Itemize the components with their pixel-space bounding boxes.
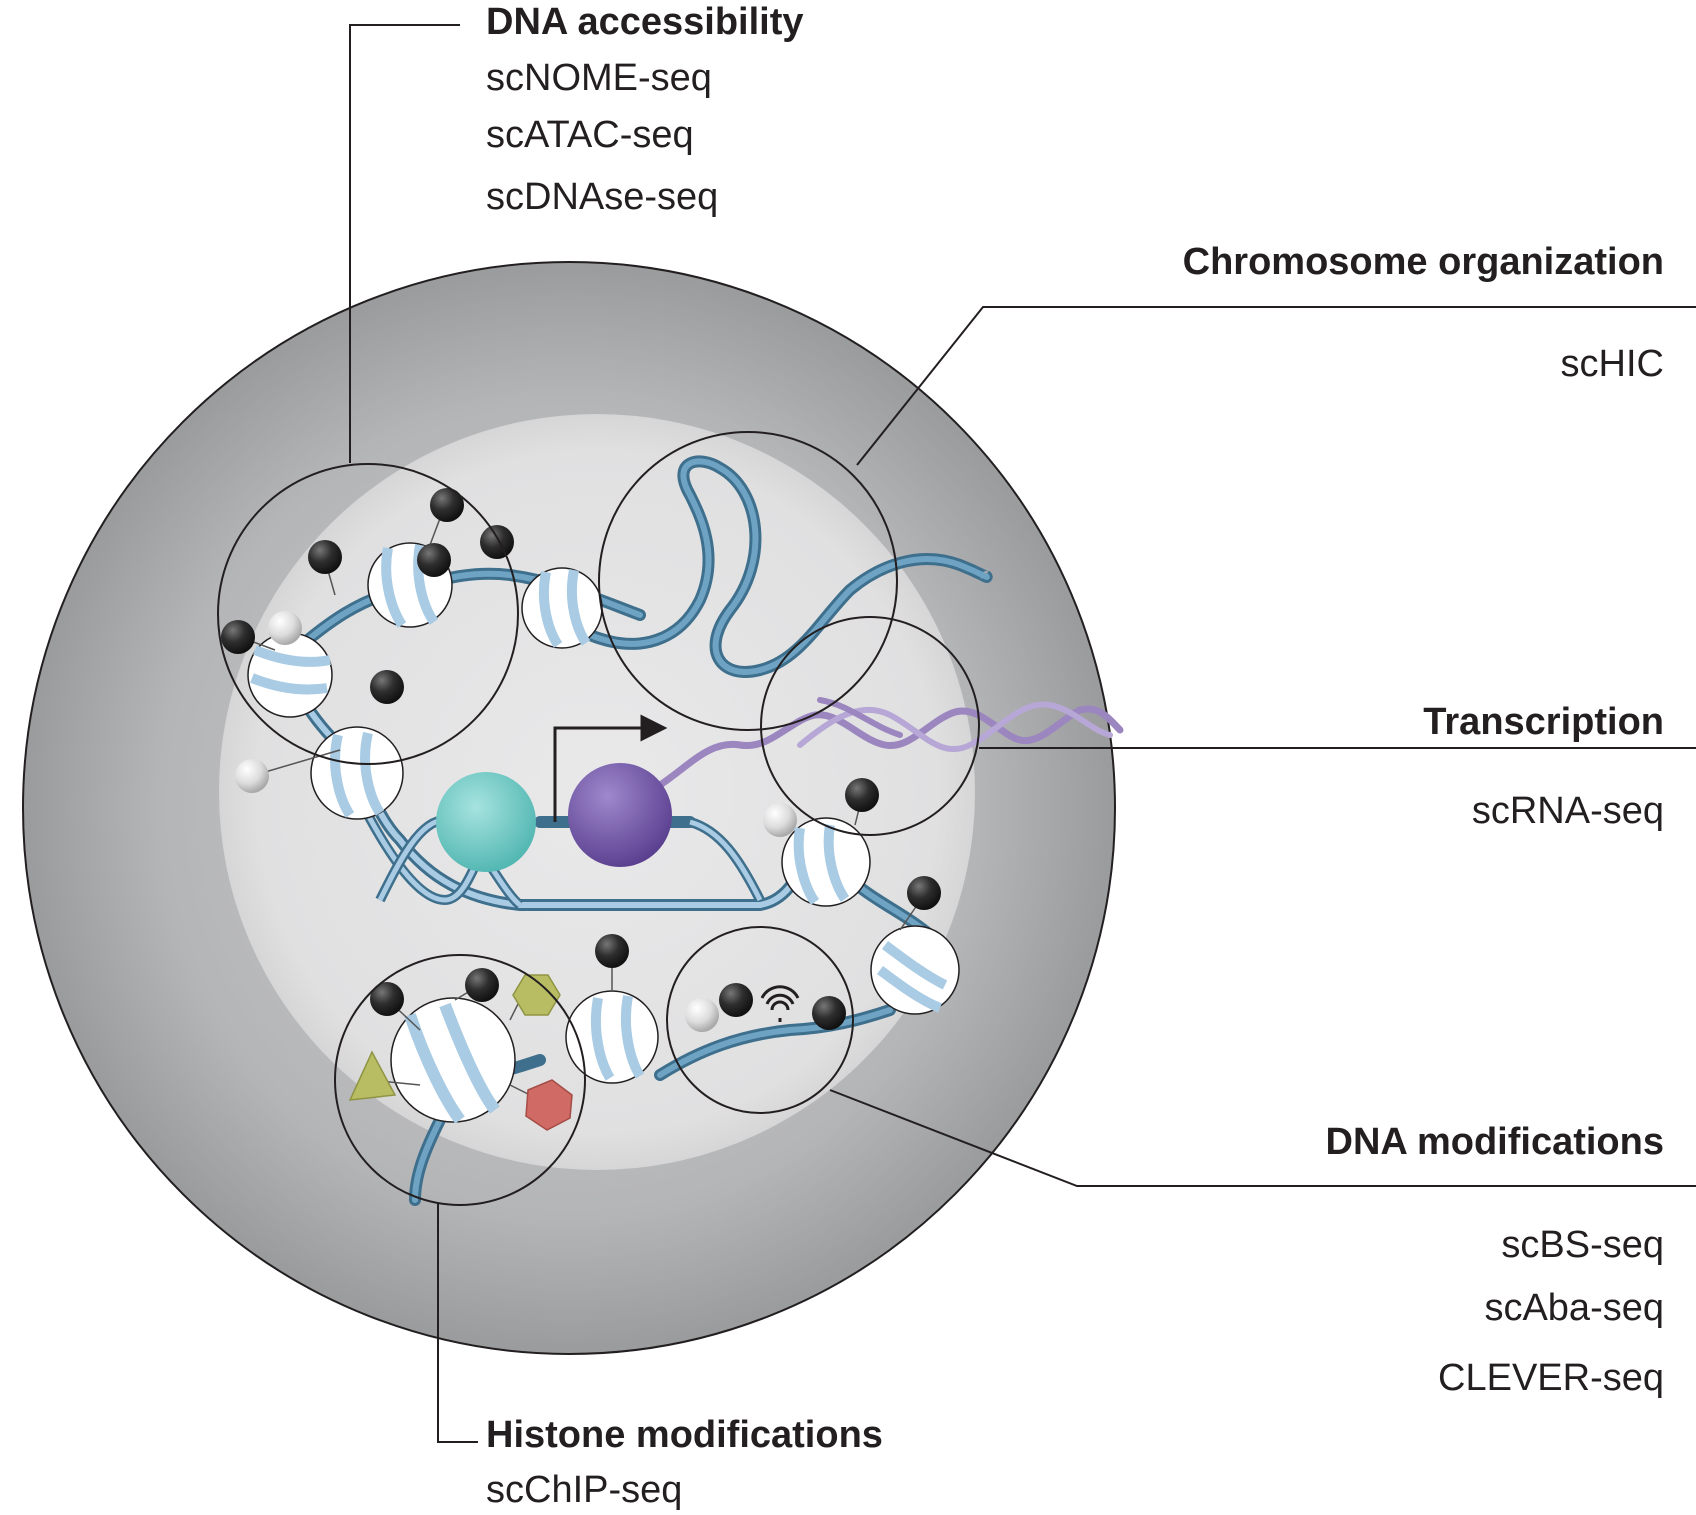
methyl-mark-icon bbox=[221, 620, 255, 654]
signal-wave-icon bbox=[760, 985, 800, 1022]
method-label: scNOME-seq bbox=[486, 57, 712, 99]
label-title: DNA accessibility bbox=[486, 1, 804, 43]
label-dna-accessibility: DNA accessibility scNOME-seq scATAC-seq … bbox=[486, 1, 804, 218]
leader-histone-modifications bbox=[437, 1202, 478, 1443]
label-title: DNA modifications bbox=[1326, 1121, 1665, 1163]
nucleosome bbox=[565, 990, 659, 1084]
method-label: scHIC bbox=[1561, 343, 1664, 385]
unmethylated-mark-icon bbox=[685, 998, 719, 1032]
method-label: scAba-seq bbox=[1484, 1287, 1664, 1329]
methyl-mark-icon bbox=[719, 983, 753, 1017]
methyl-mark-icon bbox=[370, 982, 404, 1016]
green-triangle-mark-icon bbox=[348, 1050, 397, 1101]
transcription-start-arrow bbox=[553, 714, 668, 822]
methyl-mark-icon bbox=[480, 525, 514, 559]
method-label: CLEVER-seq bbox=[1438, 1357, 1664, 1399]
nucleosomes bbox=[247, 542, 960, 1124]
methyl-mark-icon bbox=[417, 543, 451, 577]
rna-transcript bbox=[656, 697, 1124, 789]
unmethylated-mark-icon bbox=[235, 759, 269, 793]
dna-marks bbox=[221, 488, 941, 1032]
methyl-mark-icon bbox=[430, 488, 464, 522]
rna-polymerase bbox=[568, 763, 672, 867]
methyl-mark-icon bbox=[907, 876, 941, 910]
label-title: Histone modifications bbox=[486, 1414, 883, 1456]
focus-circles bbox=[217, 431, 980, 1206]
nucleosome bbox=[870, 925, 960, 1015]
focus-circle-dna-modifications bbox=[666, 926, 854, 1114]
method-label: scChIP-seq bbox=[486, 1469, 682, 1510]
nucleosome bbox=[247, 632, 333, 718]
focus-circle-transcription bbox=[760, 616, 980, 836]
label-dna-modifications: DNA modifications scBS-seq scAba-seq CLE… bbox=[1326, 1121, 1665, 1399]
green-hexagon-mark-icon bbox=[512, 974, 561, 1016]
chromatin-loop bbox=[587, 455, 993, 678]
methyl-mark-icon bbox=[308, 540, 342, 574]
label-histone-modifications: Histone modifications scChIP-seq bbox=[486, 1414, 883, 1511]
label-transcription: Transcription scRNA-seq bbox=[1423, 701, 1664, 832]
methyl-mark-icon bbox=[812, 996, 846, 1030]
label-title: Transcription bbox=[1423, 701, 1664, 743]
nucleosome bbox=[521, 567, 603, 649]
nucleosome bbox=[390, 997, 516, 1124]
unmethylated-mark-icon bbox=[268, 611, 302, 645]
methyl-mark-icon bbox=[370, 670, 404, 704]
leader-dna-modifications bbox=[829, 1089, 1696, 1187]
nucleosome bbox=[781, 817, 871, 907]
method-label: scBS-seq bbox=[1501, 1224, 1664, 1266]
methyl-mark-icon bbox=[845, 778, 879, 812]
unmethylated-mark-icon bbox=[763, 803, 797, 837]
focus-circle-histone-modifications bbox=[334, 954, 586, 1206]
leader-dna-accessibility bbox=[349, 24, 460, 463]
method-label: scDNAse-seq bbox=[486, 176, 718, 218]
method-label: scATAC-seq bbox=[486, 114, 694, 156]
focus-circle-dna-accessibility bbox=[217, 463, 519, 765]
methyl-mark-icon bbox=[465, 968, 499, 1002]
methyl-mark-icon bbox=[595, 934, 629, 968]
focus-circle-chromosome-organization bbox=[598, 431, 898, 731]
transcription-factor bbox=[436, 772, 536, 872]
label-title: Chromosome organization bbox=[1183, 241, 1664, 283]
method-label: scRNA-seq bbox=[1472, 790, 1664, 832]
leader-lines bbox=[349, 24, 1696, 1443]
label-chromosome-organization: Chromosome organization scHIC bbox=[1183, 241, 1664, 385]
leader-chromosome-organization bbox=[856, 306, 1696, 466]
red-hexagon-mark-icon bbox=[525, 1079, 573, 1131]
nucleosome bbox=[310, 726, 404, 820]
